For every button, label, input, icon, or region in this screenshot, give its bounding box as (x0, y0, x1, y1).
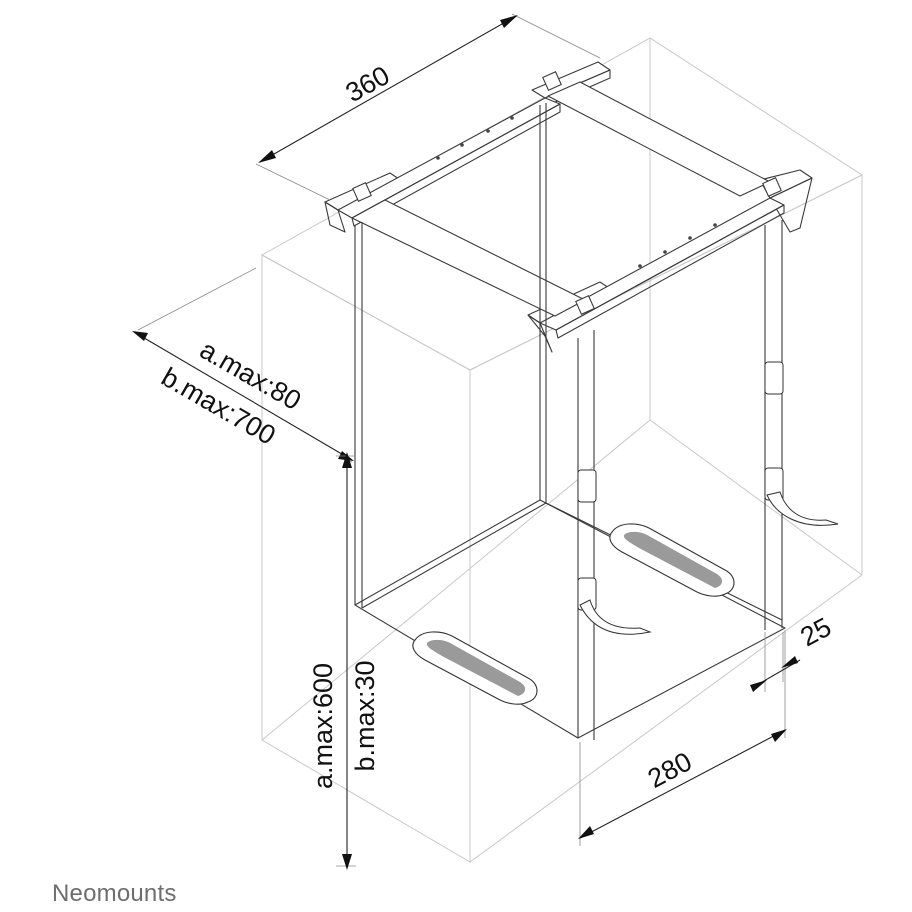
dimension-width-bottom: 280 (578, 630, 787, 846)
dimension-foot-gap: 25 (750, 612, 836, 692)
top-bracket (324, 61, 813, 353)
height-a-label: a.max:600 (308, 663, 338, 789)
foot-gap-label: 25 (795, 612, 836, 653)
dimension-height: a.max:600 b.max:30 (308, 452, 380, 870)
pc-ghost-box (260, 37, 864, 863)
dimension-depth: a.max:80 b.max:700 (132, 267, 354, 463)
rail-holes (436, 116, 717, 268)
strap-buckles (577, 361, 839, 635)
width-top-label: 360 (341, 60, 395, 108)
width-bottom-label: 280 (643, 746, 697, 794)
brand-logo-text: Neomounts (52, 880, 177, 907)
height-b-label: b.max:30 (350, 660, 380, 771)
bottom-feet (412, 523, 735, 705)
